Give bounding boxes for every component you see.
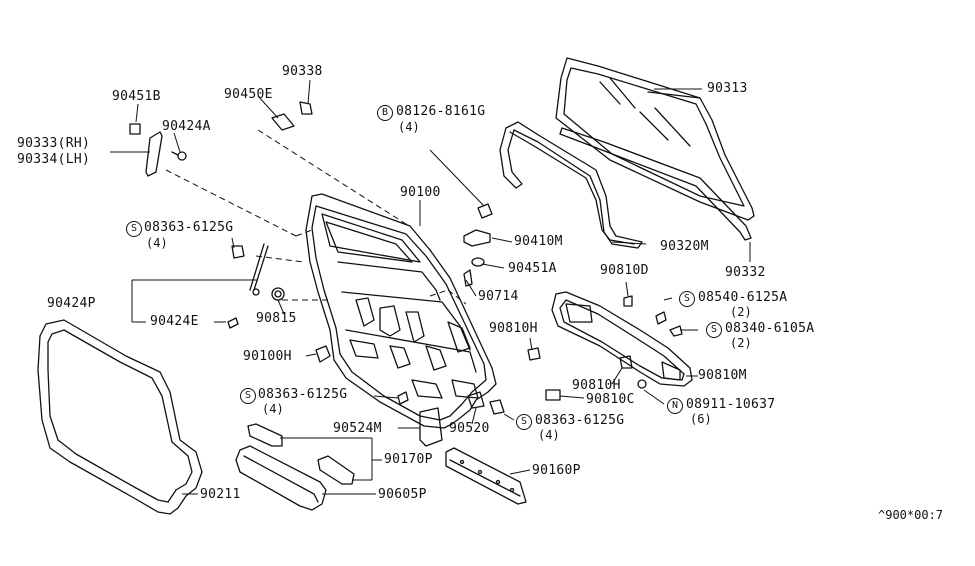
handle-drawing [235, 423, 355, 511]
part-label-08363-6125G-b: 08363-6125G [258, 387, 348, 402]
part-label-90338: 90338 [282, 64, 323, 79]
qty-08126: (4) [398, 120, 420, 134]
part-label-90605P: 90605P [378, 487, 427, 502]
part-label-90424E: 90424E [150, 314, 199, 329]
screw-symbol: S [240, 388, 256, 404]
nut-symbol: N [667, 398, 683, 414]
part-label-08126-8161G: 08126-8161G [396, 104, 486, 119]
diagram-code: ^900*00:7 [878, 508, 944, 522]
part-label-90170P: 90170P [384, 452, 433, 467]
part-label-90424P: 90424P [47, 296, 96, 311]
qty-08363-a: (4) [146, 236, 168, 250]
back-door-panel-drawing [305, 193, 497, 429]
weatherstrip-drawing [37, 319, 203, 515]
part-label-90211: 90211 [200, 487, 241, 502]
part-label-90333-rh: 90333(RH) [17, 136, 91, 151]
part-label-90810M: 90810M [698, 368, 747, 383]
part-label-90320M: 90320M [660, 239, 709, 254]
qty-08911: (6) [690, 412, 712, 426]
glass-molding-drawing [499, 121, 752, 249]
screw-symbol: S [679, 291, 695, 307]
part-label-90520: 90520 [449, 421, 490, 436]
leader-lines [110, 79, 751, 495]
part-label-90334-lh: 90334(LH) [17, 152, 91, 167]
qty-08363-c: (4) [538, 428, 560, 442]
part-label-90451A: 90451A [508, 261, 557, 276]
part-label-90100: 90100 [400, 185, 441, 200]
hardware-drawing [171, 101, 683, 447]
part-label-90160P: 90160P [532, 463, 581, 478]
part-label-90100H: 90100H [243, 349, 292, 364]
part-label-90524M: 90524M [333, 421, 382, 436]
part-label-90451B: 90451B [112, 89, 161, 104]
part-label-90810H-b: 90810H [572, 378, 621, 393]
part-label-90810C: 90810C [586, 392, 635, 407]
reference-lines [165, 129, 467, 305]
screw-symbol: S [126, 221, 142, 237]
door-finisher-drawing [551, 291, 693, 387]
rear-glass-drawing [555, 57, 755, 221]
screw-symbol: S [706, 322, 722, 338]
part-label-90410M: 90410M [514, 234, 563, 249]
part-label-90313: 90313 [707, 81, 748, 96]
part-label-90810H-a: 90810H [489, 321, 538, 336]
qty-08340: (2) [730, 336, 752, 350]
screw-symbol: S [516, 414, 532, 430]
part-label-90332: 90332 [725, 265, 766, 280]
part-label-08363-6125G-a: 08363-6125G [144, 220, 234, 235]
lower-finisher-drawing [445, 447, 527, 505]
hinge-drawing [129, 123, 163, 177]
part-label-90714: 90714 [478, 289, 519, 304]
part-label-08540-6125A: 08540-6125A [698, 290, 788, 305]
qty-08540: (2) [730, 305, 752, 319]
part-label-90450E: 90450E [224, 87, 273, 102]
part-label-08911-10637: 08911-10637 [686, 397, 776, 412]
part-label-90810D: 90810D [600, 263, 649, 278]
bolt-symbol: B [377, 105, 393, 121]
part-label-90424A: 90424A [162, 119, 211, 134]
qty-08363-b: (4) [262, 402, 284, 416]
part-label-08340-6105A: 08340-6105A [725, 321, 815, 336]
part-label-90815: 90815 [256, 311, 297, 326]
part-label-08363-6125G-c: 08363-6125G [535, 413, 625, 428]
